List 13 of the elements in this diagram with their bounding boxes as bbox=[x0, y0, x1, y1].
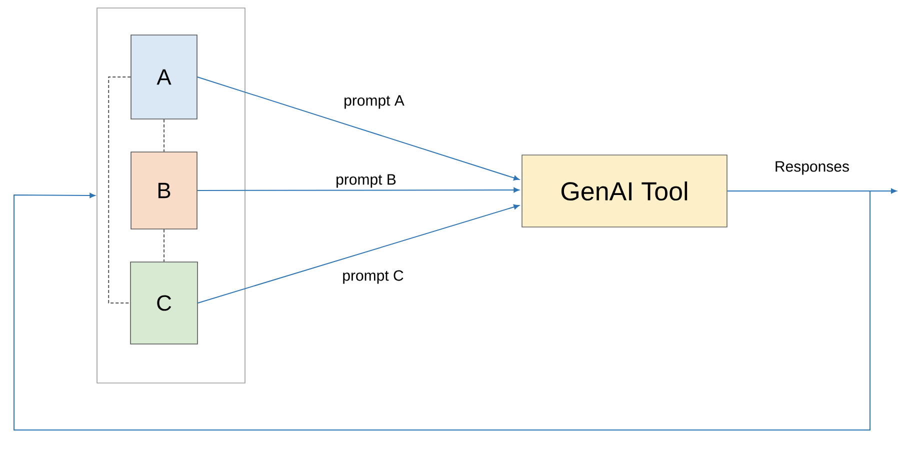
arrow bbox=[197, 204, 520, 304]
arrow bbox=[196, 76, 520, 180]
connector-line bbox=[108, 76, 132, 304]
arrow bbox=[14, 190, 870, 430]
edge-label: prompt A bbox=[342, 94, 406, 110]
edge-label: prompt B bbox=[334, 172, 398, 190]
process-box: GenAI Tool bbox=[522, 154, 728, 228]
letter-box: A bbox=[130, 34, 198, 120]
edge-label: prompt C bbox=[340, 268, 406, 286]
letter-box: C bbox=[130, 262, 198, 344]
edge-label: Responses bbox=[772, 160, 852, 176]
letter-box: B bbox=[130, 152, 198, 230]
arrow bbox=[196, 187, 520, 193]
